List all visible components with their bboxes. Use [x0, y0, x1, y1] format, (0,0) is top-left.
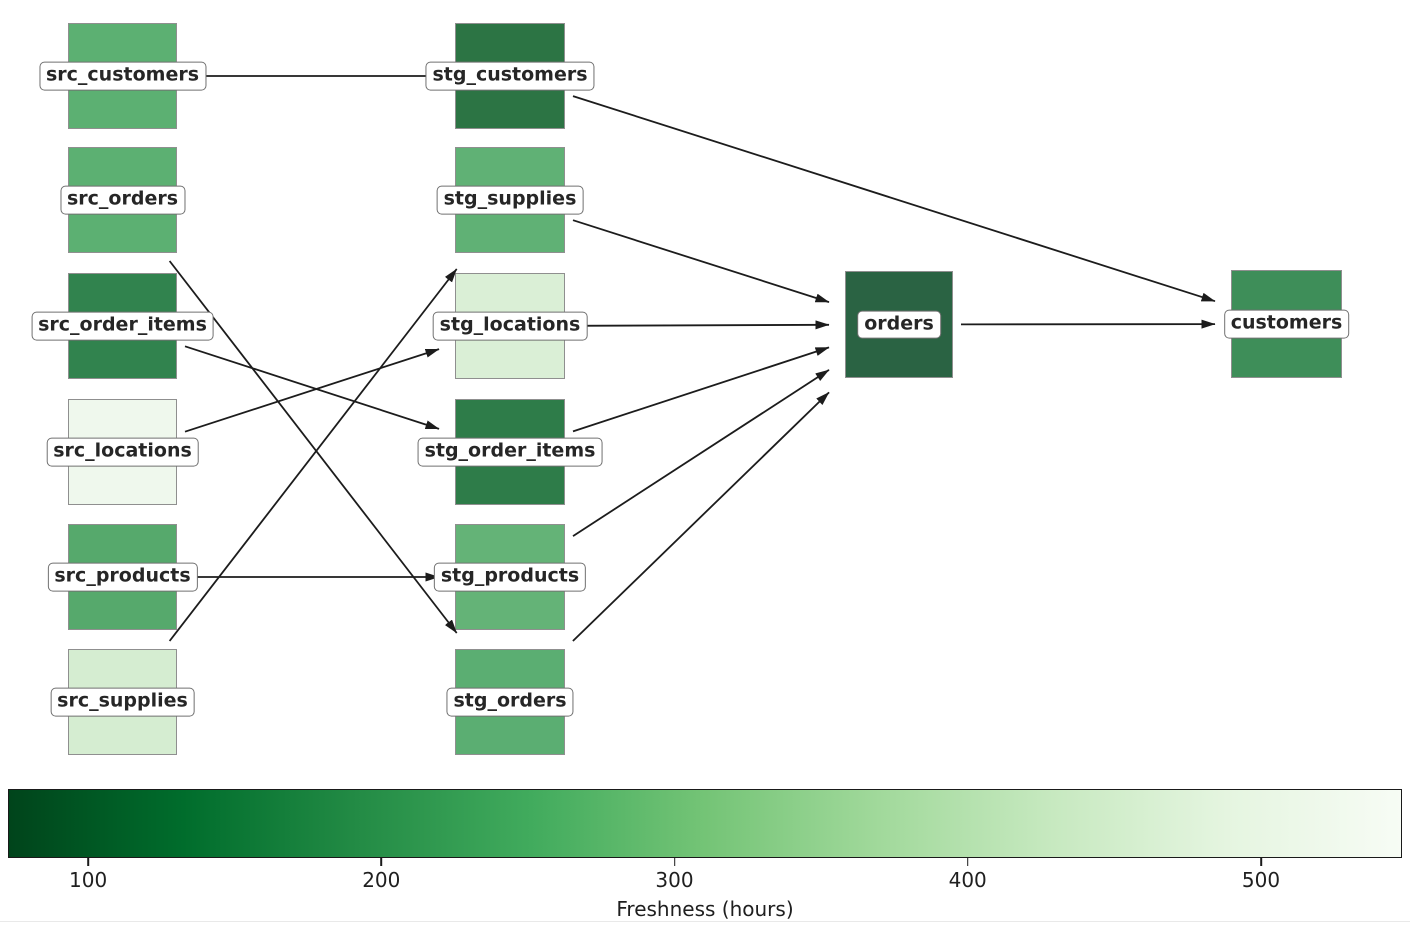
node-label-stg_orders: stg_orders	[446, 687, 574, 717]
node-label-stg_customers: stg_customers	[425, 61, 595, 91]
colorbar-tick-mark-400	[966, 858, 969, 866]
node-label-stg_order_items: stg_order_items	[417, 437, 603, 467]
node-label-stg_supplies: stg_supplies	[436, 185, 584, 215]
figure-bottom-edge	[0, 921, 1410, 922]
edge-stg_products-to-orders	[572, 369, 830, 537]
colorbar-tick-label-300: 300	[655, 868, 694, 892]
edge-stg_orders-to-orders	[572, 391, 830, 642]
node-label-customers: customers	[1223, 309, 1350, 339]
colorbar-tick-mark-300	[673, 858, 676, 866]
colorbar-gradient	[8, 789, 1402, 858]
node-label-stg_products: stg_products	[433, 562, 587, 592]
colorbar-tick-mark-100	[87, 858, 89, 866]
edge-stg_order_items-to-orders	[572, 346, 830, 433]
node-label-src_products: src_products	[47, 562, 198, 592]
colorbar: 100 200 300 400 500 Freshness (hours)	[8, 789, 1402, 921]
edge-src_order_items-to-stg_order_items	[184, 345, 440, 430]
colorbar-tick-mark-500	[1260, 858, 1262, 866]
node-label-src_order_items: src_order_items	[31, 311, 214, 341]
node-label-orders: orders	[857, 310, 941, 339]
colorbar-axis-label: Freshness (hours)	[616, 897, 794, 921]
edge-stg_supplies-to-orders	[572, 219, 830, 303]
node-label-src_orders: src_orders	[59, 185, 186, 215]
colorbar-tick-label-200: 200	[362, 868, 401, 892]
colorbar-tick-label-500: 500	[1241, 868, 1281, 892]
edge-stg_locations-to-orders	[572, 320, 830, 330]
node-label-src_supplies: src_supplies	[50, 687, 195, 717]
edge-src_locations-to-stg_locations	[184, 348, 440, 433]
colorbar-tick-mark-200	[380, 858, 383, 866]
node-label-stg_locations: stg_locations	[432, 311, 588, 341]
node-label-src_locations: src_locations	[46, 437, 199, 467]
colorbar-tick-label-100: 100	[69, 868, 108, 892]
colorbar-tick-label-400: 400	[948, 868, 987, 892]
node-label-src_customers: src_customers	[38, 61, 207, 91]
